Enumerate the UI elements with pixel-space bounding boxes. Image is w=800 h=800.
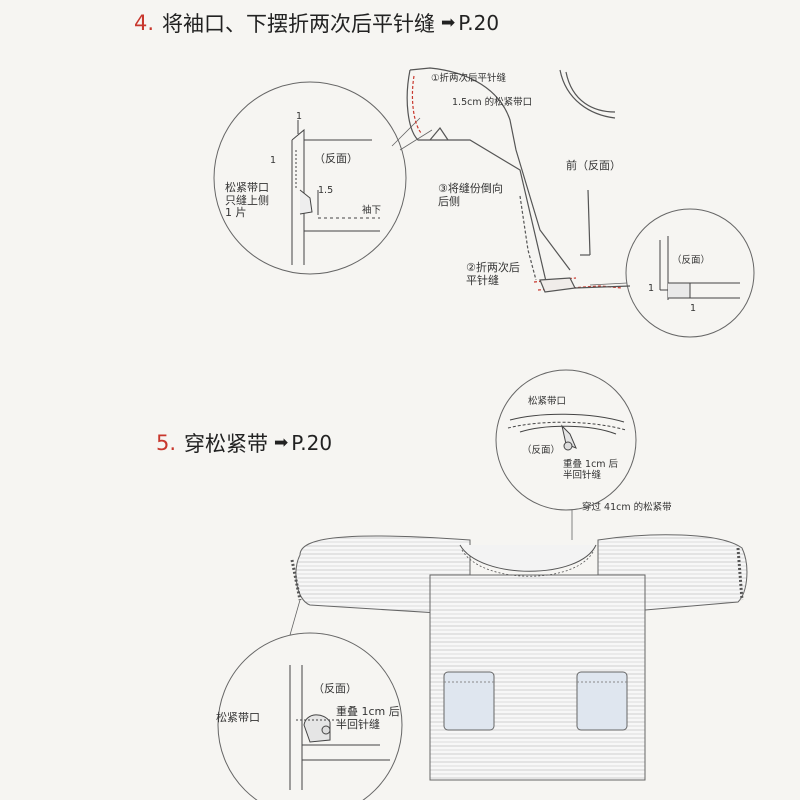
label-elastic-opening-1-5cm: 1.5cm 的松紧带口	[452, 97, 533, 108]
step5-page-ref: P.20	[291, 431, 333, 455]
step4-title-text: 将袖口、下摆折两次后平针缝	[162, 12, 436, 36]
right-detail-drawing	[659, 236, 740, 300]
cuff-detail-connector	[289, 599, 301, 636]
label-dim-1-right-left: 1	[648, 283, 655, 294]
label-wrong-side-top: （反面）	[522, 445, 561, 456]
label-elastic-one-side: 松紧带口 只缝上侧 1 片	[225, 181, 269, 220]
label-wrong-side-bottom: （反面）	[313, 682, 357, 695]
step5-garment	[290, 534, 748, 781]
left-detail-drawing	[291, 120, 380, 265]
label-dim-1-top: 1	[296, 111, 303, 122]
right-detail-circle	[625, 208, 755, 338]
cuff-detail-circle	[217, 632, 403, 800]
label-overlap-bottom: 重叠 1cm 后 半回针缝	[336, 705, 400, 731]
left-detail-connector-2	[399, 129, 433, 151]
label-front-wrong-side: 前（反面）	[566, 159, 621, 172]
cuff-detail-drawing	[289, 665, 390, 790]
step4-title: 4. 将袖口、下摆折两次后平针缝 ➡ P.20	[134, 8, 499, 38]
label-wrong-side-left: （反面）	[314, 152, 358, 165]
left-pocket	[443, 671, 495, 731]
step4-page-ref: P.20	[458, 11, 500, 35]
label-dim-1-left: 1	[270, 155, 277, 166]
step4-number: 4.	[134, 11, 155, 35]
label-elastic-opening-top: 松紧带口	[528, 396, 567, 407]
label-elastic-opening-bottom: 松紧带口	[216, 711, 260, 724]
arrow-right-icon: ➡	[441, 13, 456, 33]
right-detail-connector	[589, 282, 628, 286]
label-overlap-top: 重叠 1cm 后 半回针缝	[563, 459, 619, 481]
label-thread-41cm: 穿过 41cm 的松紧带	[582, 502, 672, 513]
neck-detail-drawing	[507, 413, 627, 451]
step4-garment	[406, 67, 631, 293]
left-detail-circle	[213, 81, 407, 275]
label-wrong-side-right: （反面）	[672, 255, 711, 266]
step5-number: 5.	[156, 431, 177, 455]
neck-detail-circle	[495, 369, 637, 511]
arrow-right-icon: ➡	[274, 433, 289, 453]
label-dim-1-right-bottom: 1	[690, 303, 697, 314]
label-sleeve-under: 袖下	[362, 205, 382, 216]
step5-title: 5. 穿松紧带 ➡ P.20	[156, 428, 332, 458]
step5-title-text: 穿松紧带	[184, 432, 269, 456]
label-fold-sew-2: ②折两次后 平针缝	[466, 261, 520, 287]
label-fold-sew-1: ①折两次后平针缝	[431, 73, 507, 84]
label-dim-1-5: 1.5	[318, 185, 334, 196]
right-pocket	[576, 671, 628, 731]
label-fold-allowance-back: ③将缝份倒向 后侧	[438, 182, 503, 208]
left-detail-connector	[391, 117, 421, 147]
